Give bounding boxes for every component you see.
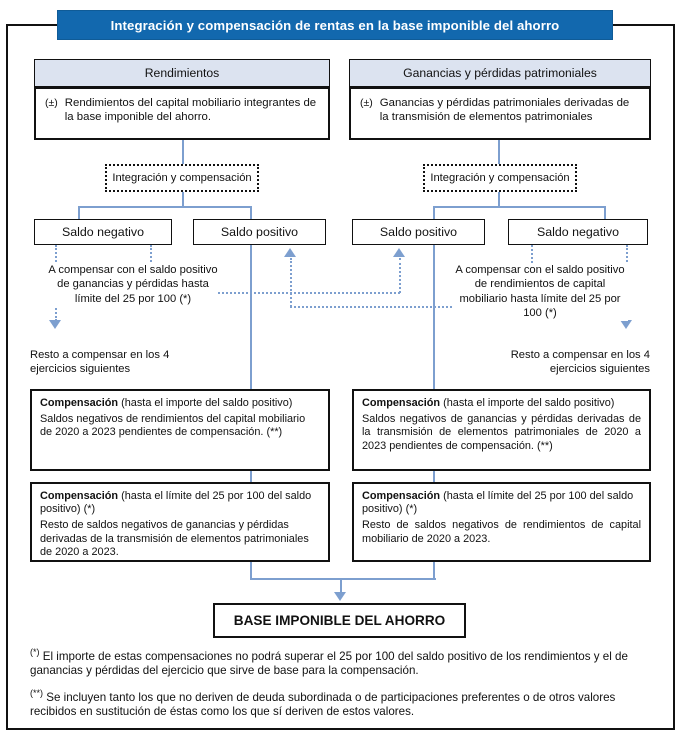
- connector-right-comp1-to-comp2: [433, 471, 436, 483]
- comp-left-1-bold: Compensación: [40, 397, 119, 409]
- resto-note-left: Resto a compensar en los 4 ejercicios si…: [30, 348, 210, 377]
- integration-box-right: Integración y compensación: [423, 164, 577, 192]
- column-body-rendimientos: (±) Rendimientos del capital mobiliario …: [34, 87, 330, 140]
- saldo-negativo-ganancias: Saldo negativo: [508, 219, 648, 245]
- connector-left-to-saldo-negativo: [78, 206, 81, 220]
- column-body-ganancias: (±) Ganancias y pérdidas patrimoniales d…: [349, 87, 651, 140]
- connector-left-positivo-down: [250, 245, 253, 389]
- footnote-2-text: Se incluyen tanto los que no deriven de …: [30, 690, 616, 719]
- footnote-1-text: El importe de estas compensaciones no po…: [30, 649, 628, 678]
- comp-right-2-head-rest: (hasta el límite del 25 por 100 del sald…: [362, 490, 634, 516]
- compensation-box-left-1: Compensación (hasta el importe del saldo…: [30, 389, 330, 471]
- footnote-1: (*) El importe de estas compensaciones n…: [30, 645, 653, 679]
- compensation-box-left-2: Compensación (hasta el límite del 25 por…: [30, 482, 330, 562]
- bullet-symbol: (±): [360, 97, 373, 109]
- comp-left-2-head-rest: (hasta el límite del 25 por 100 del sald…: [40, 490, 312, 516]
- comp-right-1-head-rest: (hasta el importe del saldo positivo): [440, 397, 615, 409]
- dotted-right-neg-branch-h: [290, 306, 532, 308]
- footnote-2-marker: (**): [30, 688, 43, 698]
- dotted-right-neg-to-left-positivo-v: [290, 258, 292, 307]
- footnote-1-marker: (*): [30, 647, 40, 657]
- connector-merge-left-stem: [250, 562, 253, 580]
- comp-right-1-body: Saldos negativos de ganancias y pérdidas…: [362, 413, 641, 452]
- connector-left-to-saldo-positivo: [250, 206, 253, 220]
- connector-merge-right-stem: [433, 562, 436, 580]
- dotted-left-neg-branch-h: [150, 292, 400, 294]
- dotted-left-neg-to-right-positivo-v: [399, 258, 401, 293]
- comp-right-1-bold: Compensación: [362, 397, 441, 409]
- connector-merge-down: [340, 578, 343, 594]
- compensation-box-right-2: Compensación (hasta el límite del 25 por…: [352, 482, 651, 562]
- bullet-text: Rendimientos del capital mobiliario inte…: [64, 97, 317, 123]
- connector-right-split-bar: [433, 206, 606, 209]
- bullet-symbol: (±): [45, 97, 58, 109]
- saldo-positivo-rendimientos: Saldo positivo: [193, 219, 326, 245]
- connector-right-to-saldo-negativo: [604, 206, 607, 220]
- connector-right-to-saldo-positivo: [433, 206, 436, 220]
- page-title: Integración y compensación de rentas en …: [57, 10, 613, 40]
- column-header-ganancias: Ganancias y pérdidas patrimoniales: [349, 59, 651, 87]
- comp-left-2-body: Resto de saldos negativos de ganancias y…: [40, 519, 309, 558]
- comp-left-1-body: Saldos negativos de rendimientos del cap…: [40, 413, 306, 439]
- dotted-left-neg-arrow: [49, 320, 61, 329]
- dotted-right-neg-arrow-up: [284, 248, 296, 257]
- footnote-2: (**) Se incluyen tanto los que no derive…: [30, 686, 653, 720]
- connector-left-split-bar: [78, 206, 252, 209]
- column-header-rendimientos: Rendimientos: [34, 59, 330, 87]
- saldo-negativo-rendimientos: Saldo negativo: [34, 219, 172, 245]
- bullet-text: Ganancias y pérdidas patrimoniales deriv…: [379, 97, 630, 123]
- connector-left-comp1-to-comp2: [250, 471, 253, 483]
- dotted-left-neg-arrow-up: [393, 248, 405, 257]
- integration-box-left: Integración y compensación: [105, 164, 259, 192]
- result-box: BASE IMPONIBLE DEL AHORRO: [213, 603, 466, 638]
- comp-left-2-bold: Compensación: [40, 490, 119, 502]
- connector-merge-arrow: [334, 592, 346, 601]
- comp-left-2-head: Compensación (hasta el límite del 25 por…: [40, 490, 320, 516]
- comp-right-2-bold: Compensación: [362, 490, 441, 502]
- comp-right-2-body: Resto de saldos negativos de rendimiento…: [362, 519, 641, 545]
- connector-right-positivo-down: [433, 245, 436, 389]
- connector-right-body-to-integration: [498, 140, 501, 165]
- connector-right-integration-stem: [498, 192, 501, 208]
- comp-left-1-head-rest: (hasta el importe del saldo positivo): [118, 397, 293, 409]
- comp-right-1-head: Compensación (hasta el importe del saldo…: [362, 397, 641, 410]
- saldo-positivo-ganancias: Saldo positivo: [352, 219, 485, 245]
- comp-right-2-head: Compensación (hasta el límite del 25 por…: [362, 490, 641, 516]
- compensation-note-right: A compensar con el saldo positivo de ren…: [452, 263, 628, 321]
- connector-merge-bar: [250, 578, 436, 581]
- compensation-note-left: A compensar con el saldo positivo de gan…: [48, 263, 218, 307]
- connector-left-body-to-integration: [182, 140, 185, 165]
- comp-left-1-head: Compensación (hasta el importe del saldo…: [40, 397, 320, 410]
- dotted-right-neg-arrow: [620, 320, 632, 329]
- connector-left-integration-stem: [182, 192, 185, 208]
- resto-note-right: Resto a compensar en los 4 ejercicios si…: [470, 348, 650, 377]
- compensation-box-right-1: Compensación (hasta el importe del saldo…: [352, 389, 651, 471]
